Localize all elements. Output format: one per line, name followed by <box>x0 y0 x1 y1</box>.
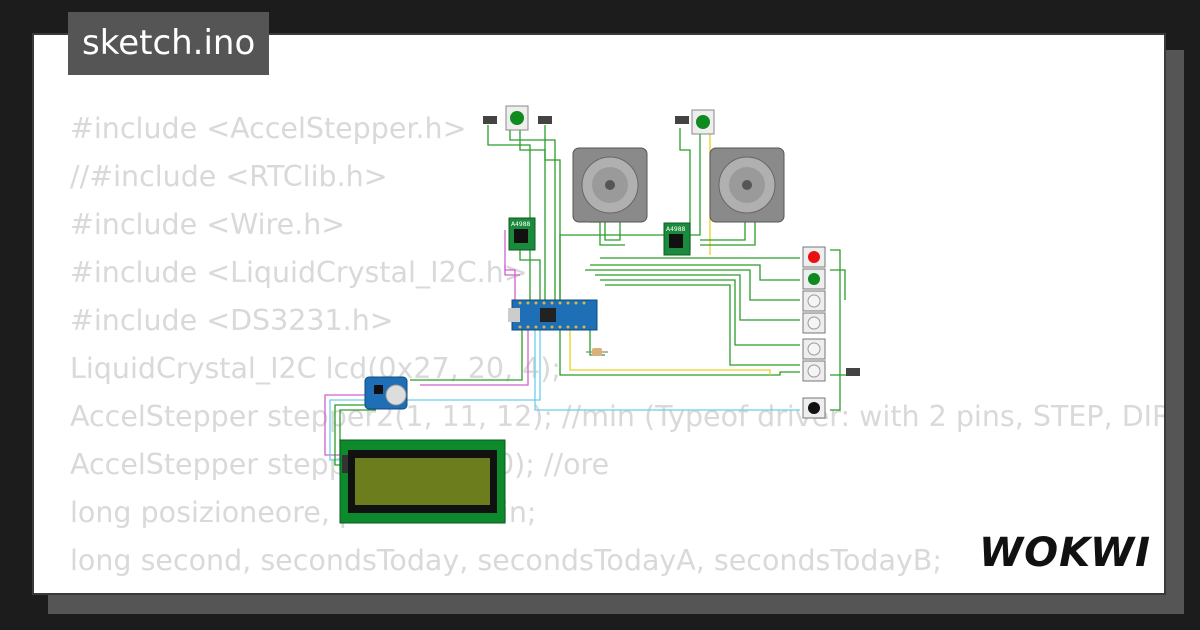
a4988-driver-1: A4988 <box>508 217 536 251</box>
button-cap-white <box>807 294 821 308</box>
slide-switch <box>675 116 689 124</box>
button-cap-black <box>808 402 820 414</box>
button-cap-white <box>807 316 821 330</box>
button-cap-red <box>808 251 820 263</box>
button-cap <box>510 111 524 125</box>
wokwi-logo: WOKWI <box>979 530 1150 576</box>
code-line: #include <DS3231.h> <box>70 304 394 337</box>
resistor <box>586 348 608 356</box>
brand-name: WOKWI <box>979 530 1150 576</box>
code-line: AccelStepper stepper2(1, 11, 12); //min … <box>70 400 1166 433</box>
driver-label: A4988 <box>511 221 531 228</box>
preview-card: #include <AccelStepper.h> //#include <RT… <box>32 33 1166 595</box>
rtc-module <box>364 376 408 410</box>
arduino-nano <box>508 299 598 331</box>
right-buttons <box>802 246 860 419</box>
slide-switch <box>483 116 497 124</box>
top-controls <box>483 105 715 135</box>
a4988-driver-2: A4988 <box>663 222 691 256</box>
code-line: long previousMillis; <box>70 585 1164 593</box>
button-cap <box>696 115 710 129</box>
button-cap-white <box>807 364 821 378</box>
code-line: long second, secondsToday, secondsTodayA… <box>70 544 942 577</box>
wires <box>324 125 850 471</box>
button-cap-green <box>808 273 820 285</box>
lcd-display <box>339 439 506 524</box>
code-line: #include <LiquidCrystal_I2C.h> <box>70 256 528 289</box>
driver-label: A4988 <box>666 226 686 233</box>
code-preview: #include <AccelStepper.h> //#include <RT… <box>70 105 1166 593</box>
slide-switch <box>538 116 552 124</box>
stepper-motor-1 <box>572 147 648 223</box>
stepper-motor-2 <box>709 147 785 223</box>
slide-switch <box>846 368 860 376</box>
code-line: //#include <RTClib.h> <box>70 160 388 193</box>
button-cap-white <box>807 342 821 356</box>
sketch-title-tab: sketch.ino <box>68 12 270 75</box>
code-line: #include <AccelStepper.h> <box>70 112 467 145</box>
code-line: #include <Wire.h> <box>70 208 346 241</box>
